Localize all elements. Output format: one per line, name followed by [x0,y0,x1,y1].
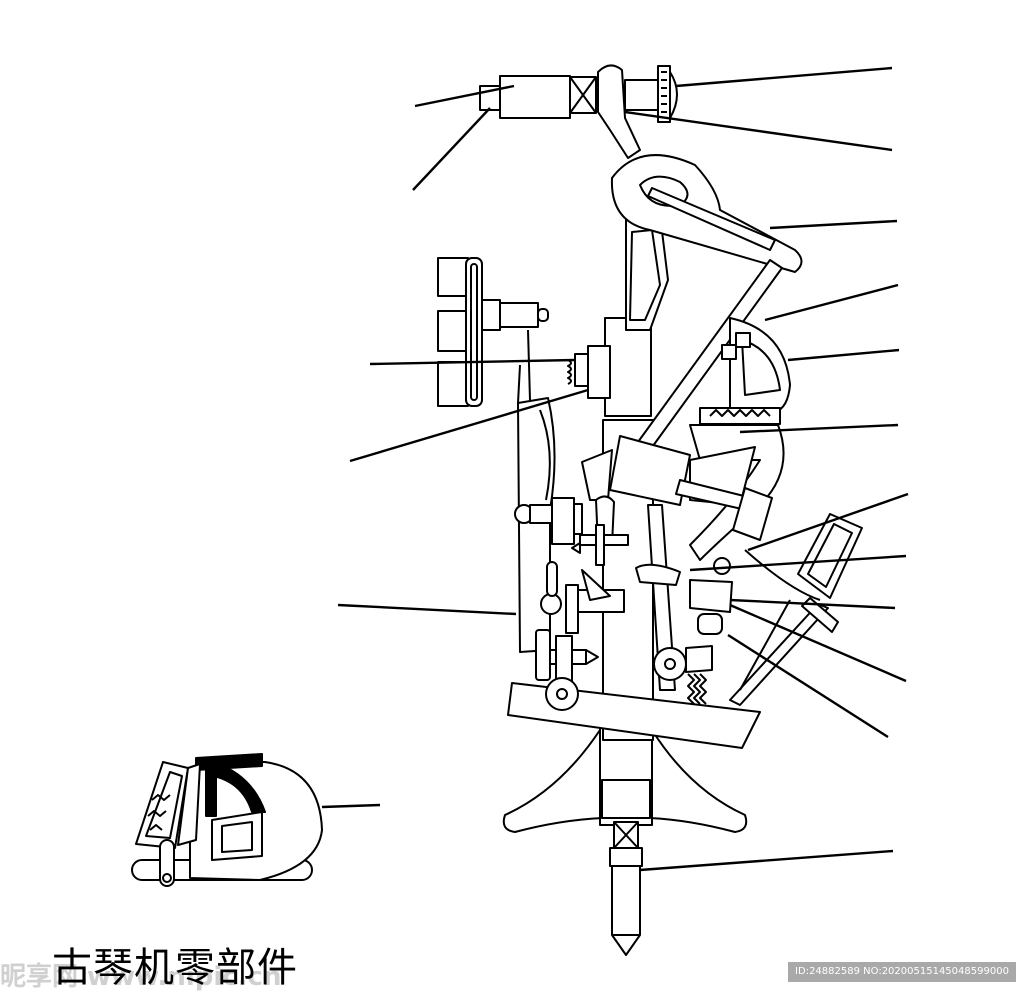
spring-clip [568,346,610,398]
leader-line-18 [640,851,893,870]
leader-line-8 [370,360,575,364]
leader-line-11 [748,494,908,550]
leader-line-5 [770,221,897,228]
leader-line-2 [413,108,490,190]
swirl-arm [612,155,802,272]
bottom-spindle [610,822,642,955]
small-assembly [132,754,322,886]
leader-line-13 [730,600,895,608]
left-plate [518,330,555,652]
leader-line-1 [415,86,514,106]
leader-line-7 [788,350,899,360]
leader-line-9 [350,390,588,461]
watermark-id: ID:24882589 NO:20200515145048599000 [788,962,1016,982]
base-stand [504,725,747,832]
left-ruler [438,258,548,406]
leader-line-4 [625,112,892,150]
leader-line-14 [338,605,516,614]
leader-line-15 [730,605,906,681]
leader-line-12 [690,556,906,570]
leader-line-17 [322,805,380,807]
top-head [480,65,677,158]
watermark-site: 昵享网 www.nipic.cn [0,962,282,992]
leader-lines [322,68,908,870]
pin-cluster [515,496,628,710]
leader-line-10 [740,425,898,432]
leader-line-6 [765,285,898,320]
central-block [582,436,772,540]
diagram-caption: 古琴机零部件 [52,945,298,991]
leader-line-16 [728,635,888,737]
right-dome [700,318,790,424]
leader-line-3 [676,68,892,86]
lower-right-parts [636,505,732,704]
slanted-rod [730,514,862,705]
